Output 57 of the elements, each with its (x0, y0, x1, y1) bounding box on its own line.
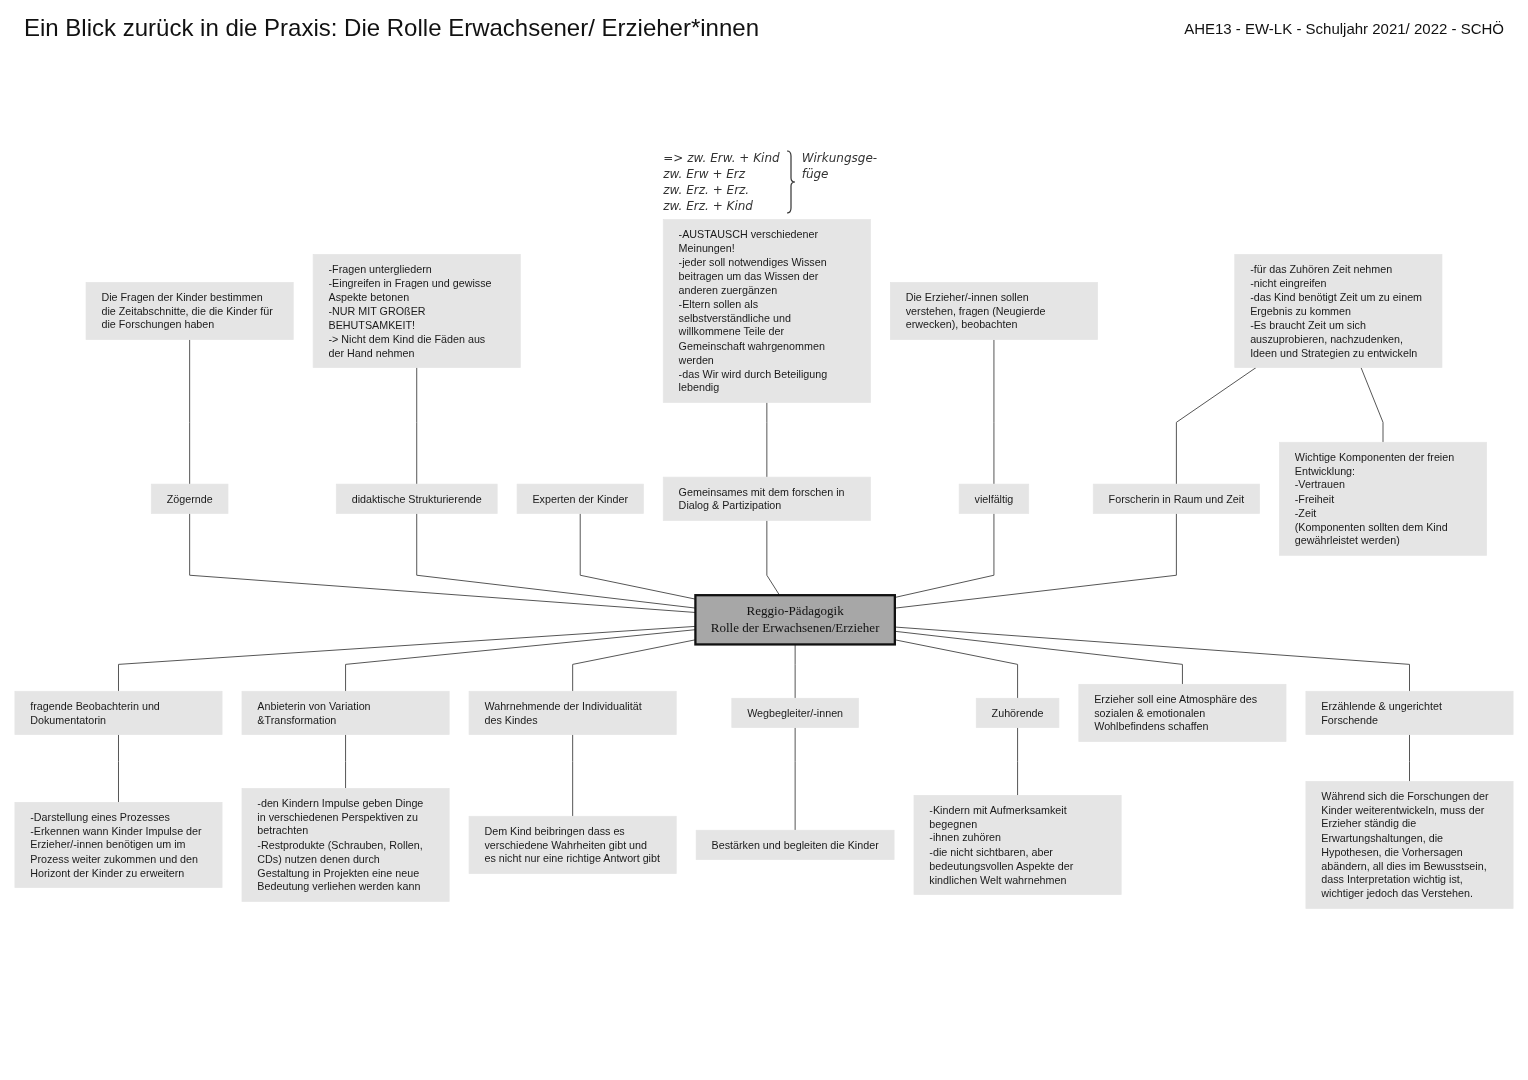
node-box: Erzählende & ungerichtet Forschende (1305, 690, 1514, 735)
node-box: Erzieher soll eine Atmosphäre des sozialen & emotionalen Wohlbefindens schaffen (1078, 683, 1287, 742)
node-box: Gemeinsames mit dem forschen in Dialog & Partizipation (662, 476, 871, 521)
node-box: -Kindern mit Aufmerksamkeit begegnen -ihnen zuhören -die nicht sichtbaren, aber bedeutungsvollen Aspekte der kindlichen Welt wahrnehmen (913, 795, 1122, 895)
node-box: Experten der Kinder (516, 483, 644, 514)
connector (794, 727, 796, 831)
connector (894, 512, 995, 598)
connector (766, 401, 768, 478)
connector (572, 639, 696, 692)
connector (189, 512, 696, 613)
node-box: Zuhörende (975, 697, 1060, 728)
handwritten-note: zw. Erz. + Kind (663, 197, 753, 214)
node-box: Dem Kind beibringen dass es verschiedene Wahrheiten gibt und es nicht nur eine richtige Antwort gibt (468, 815, 677, 874)
connector (189, 339, 191, 485)
node-box: -den Kindern Impulse geben Dinge in verschiedenen Perspektiven zu betrachten -Restprodukte (Schrauben, Rollen, CDs) nutzen denen durch Gestaltung in Projekten eine neue Bedeutung verliehen werden kann (241, 788, 450, 902)
connector (1360, 367, 1384, 443)
node-box: Bestärken und begleiten die Kinder (695, 829, 895, 860)
node-box: Während sich die Forschungen der Kinder weiterentwickeln, muss der Erzieher ständig die Erwartungshaltungen, die Hypothesen, die Vorhersagen abändern, all dies im Bewusstsein, dass Interpretation wichtig ist, wichtiger jedoch das Verstehen. (1305, 781, 1514, 909)
connector (416, 512, 696, 609)
node-box: Anbieterin von Variation &Transformation (241, 690, 450, 735)
node-box: -für das Zuhören Zeit nehmen -nicht eingreifen -das Kind benötigt Zeit um zu einem Ergebnis zu kommen -Es braucht Zeit um sich auszuprobieren, nachzudenken, Ideen und Strategien zu entwickeln (1234, 254, 1443, 368)
node-box: -AUSTAUSCH verschiedener Meinungen! -jeder soll notwendiges Wissen beitragen um das Wissen der anderen zuergänzen -Eltern sollen als selbstverständliche und willkommene Teile der Gemeinschaft wahrgenommen werden -das Wir wird durch Beteiligung lebendig (662, 219, 871, 403)
node-box: -Fragen untergliedern -Eingreifen in Fragen und gewisse Aspekte betonen -NUR MIT GROßER BEHUTSAMKEIT! -> Nicht dem Kind die Fäden aus der Hand nehmen (312, 254, 521, 368)
handwritten-note: zw. Erw + Erz (663, 165, 746, 182)
node-box: Zögernde (150, 483, 229, 514)
connector (416, 367, 418, 485)
diagram-title: Ein Blick zurück in die Praxis: Die Rolle Erwachsener/ Erzieher*innen (24, 14, 759, 42)
connector (894, 626, 1410, 692)
connector (1409, 734, 1410, 782)
connector (894, 639, 1019, 699)
node-box: Forscherin in Raum und Zeit (1092, 483, 1260, 514)
node-box: Wichtige Komponenten der freien Entwicklung: -Vertrauen -Freiheit -Zeit (Komponenten sollten dem Kind gewährleistet werden) (1279, 441, 1487, 556)
handwritten-note: zw. Erz. + Erz. (663, 181, 750, 198)
connector (345, 629, 696, 692)
node-box: Wahrnehmende der Individualität des Kindes (468, 690, 677, 735)
node-box: fragende Beobachterin und Dokumentatorin (14, 690, 223, 735)
connector (579, 512, 696, 600)
connector (993, 339, 995, 485)
handwritten-note: => zw. Erw. + Kind (663, 149, 780, 166)
connector (894, 512, 1177, 609)
node-box: didaktische Strukturierende (335, 483, 498, 514)
node-box: vielfältig (958, 483, 1030, 514)
node-box: Die Erzieher/-innen sollen verstehen, fragen (Neugierde erwecken), beobachten (889, 282, 1098, 340)
node-box: Die Fragen der Kinder bestimmen die Zeitabschnitte, die die Kinder für die Forschungen haben (85, 282, 294, 340)
node-box: Wegbegleiter/-innen (731, 697, 859, 728)
connector (894, 630, 1183, 685)
node-box: -Darstellung eines Prozesses -Erkennen wann Kinder Impulse der Erzieher/-innen benötigen um im Prozess weiter zukommen und den Horizont der Kinder zu erweitern (14, 801, 223, 888)
node-box: Reggio-Pädagogik Rolle der Erwachsenen/Erzieher (694, 594, 896, 646)
connector (1175, 367, 1257, 485)
connector (572, 734, 574, 817)
connector (345, 734, 347, 789)
connector (118, 734, 119, 803)
connector (766, 519, 780, 596)
connector (118, 625, 696, 692)
header-label: AHE13 - EW-LK - Schuljahr 2021/ 2022 - SCHÖ (1184, 20, 1504, 37)
handwritten-note: Wirkungsge- füge (801, 149, 878, 182)
connector (1017, 727, 1019, 796)
